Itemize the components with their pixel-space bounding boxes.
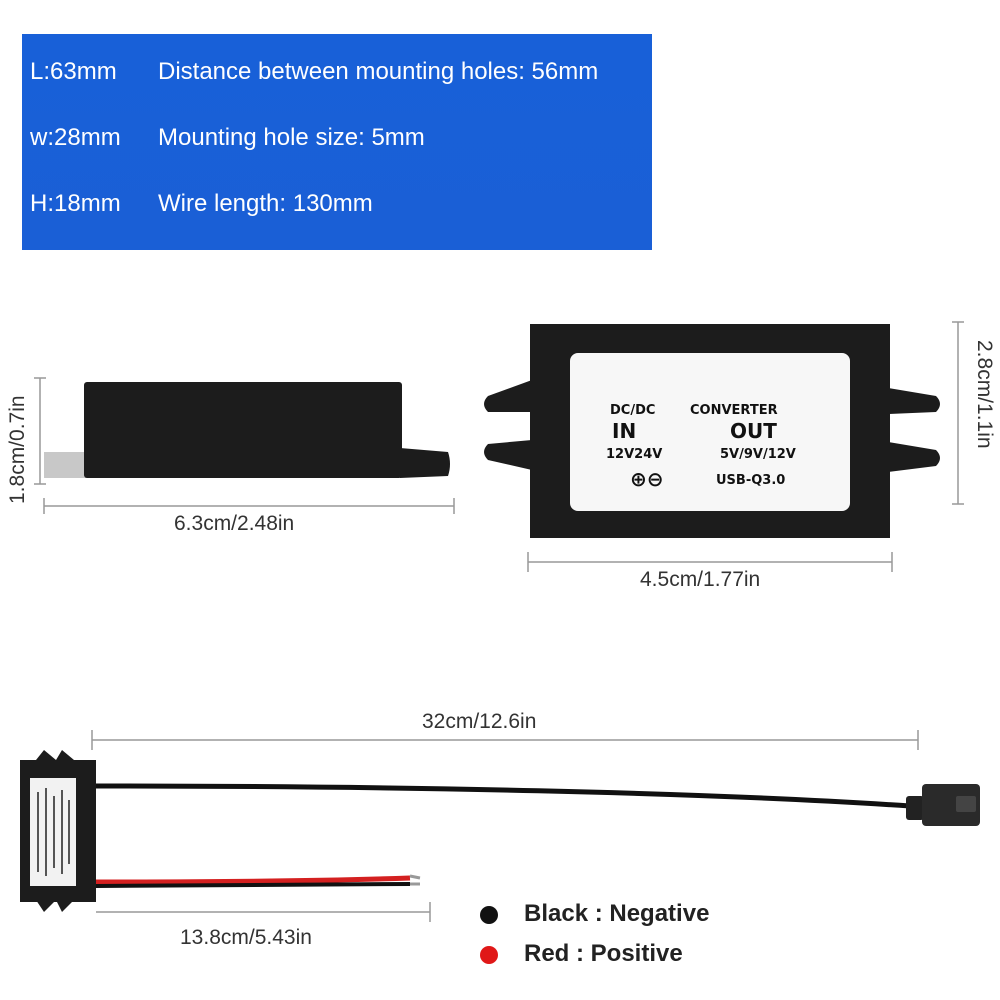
spec-panel: L:63mm Distance between mounting holes: …: [22, 34, 652, 250]
spec-value: Mounting hole size: 5mm: [158, 124, 425, 151]
black-wire: [95, 882, 411, 888]
label-usb: USB-Q3.0: [716, 473, 786, 488]
mount-ear-left-top: [484, 380, 532, 412]
legend-red: Red : Positive: [524, 940, 683, 967]
side-metal-tab: [44, 452, 88, 478]
side-view: [34, 377, 455, 514]
spec-key: w:28mm: [30, 124, 121, 151]
cable-view: [20, 730, 980, 922]
label-in: IN: [612, 419, 637, 443]
top-height-label: 2.8cm/1.1in: [973, 340, 996, 449]
plus-minus-icon: ⊕⊖: [630, 467, 664, 491]
legend-dot-black: [480, 906, 498, 924]
spec-row: H:18mm Wire length: 130mm: [22, 182, 652, 222]
side-height-label: 1.8cm/0.7in: [6, 395, 29, 504]
cable-length-label: 32cm/12.6in: [422, 710, 537, 733]
spec-key: H:18mm: [30, 190, 121, 217]
side-cable-gland: [400, 448, 450, 478]
label-dcdc: DC/DC: [610, 403, 656, 418]
mount-ear-left-bottom: [484, 440, 532, 470]
usb-connector: [922, 784, 980, 826]
spec-key: L:63mm: [30, 58, 117, 85]
lead-length-label: 13.8cm/5.43in: [180, 926, 312, 949]
side-housing: [84, 382, 402, 478]
label-converter: CONVERTER: [690, 403, 778, 418]
label-out: OUT: [730, 419, 777, 443]
legend-black: Black : Negative: [524, 900, 710, 927]
side-length-label: 6.3cm/2.48in: [174, 512, 295, 535]
converter-nameplate: DC/DC IN 12V24V ⊕⊖ CONVERTER OUT 5V/9V/1…: [570, 353, 850, 511]
top-width-label: 4.5cm/1.77in: [640, 568, 761, 591]
spec-row: L:63mm Distance between mounting holes: …: [22, 50, 652, 90]
spec-row: w:28mm Mounting hole size: 5mm: [22, 116, 652, 156]
mount-ear-right-bottom: [888, 442, 940, 472]
spec-value: Wire length: 130mm: [158, 190, 373, 217]
legend-dot-red: [480, 946, 498, 964]
label-input-voltage: 12V24V: [606, 447, 663, 462]
label-output-voltage: 5V/9V/12V: [720, 447, 796, 462]
usb-cable: [95, 783, 911, 809]
mount-ear-right-top: [888, 388, 940, 414]
red-wire: [95, 875, 411, 885]
spec-value: Distance between mounting holes: 56mm: [158, 58, 599, 85]
